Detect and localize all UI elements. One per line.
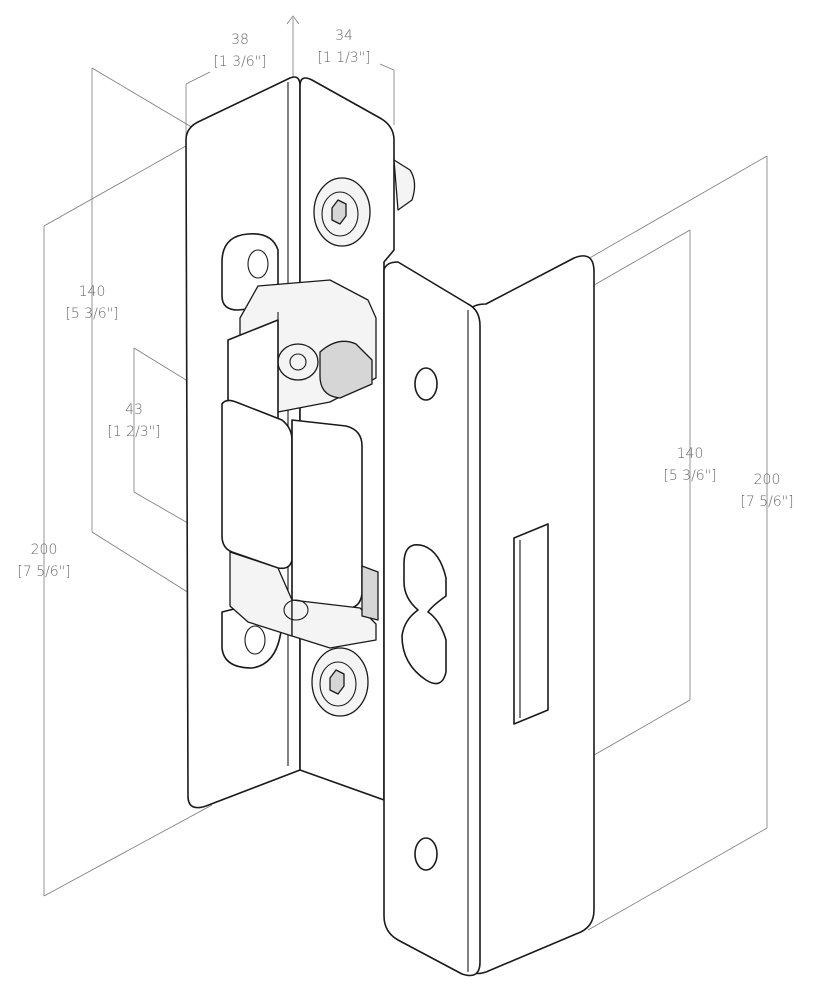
dim-left-hole-imperial: [5 3/6"] — [65, 306, 118, 322]
dim-right-hole-imperial: [5 3/6"] — [663, 468, 716, 484]
lower-screw-icon — [311, 647, 369, 717]
dim-hinge-height-imperial: [1 2/3"] — [107, 424, 160, 440]
upper-mount-hole — [414, 367, 438, 401]
lower-mount-hole — [414, 837, 438, 871]
dim-top-left-imperial: [1 3/6"] — [213, 54, 266, 70]
keyhole-cutout — [401, 544, 447, 685]
dim-left-total-value: 200 — [31, 542, 58, 558]
hinge-body — [221, 279, 379, 649]
up-arrow-icon — [286, 15, 300, 25]
dimension-labels: 38 [1 3/6"] 34 [1 1/3"] 140 [5 3/6"] 43 … — [17, 28, 793, 580]
dim-top-left-value: 38 — [231, 32, 249, 48]
dim-right-total-value: 200 — [754, 472, 781, 488]
dim-left-total-imperial: [7 5/6"] — [17, 564, 70, 580]
dim-right-total-imperial: [7 5/6"] — [740, 494, 793, 510]
dim-left-hole-value: 140 — [79, 284, 106, 300]
upper-screw-icon — [313, 177, 371, 247]
strike-plate — [383, 255, 595, 977]
dim-top-right-imperial: [1 1/3"] — [317, 50, 370, 66]
dim-right-hole-value: 140 — [677, 446, 704, 462]
latch-slot — [513, 523, 549, 725]
dim-hinge-height-value: 43 — [125, 402, 143, 418]
dim-top-right-value: 34 — [335, 28, 353, 44]
